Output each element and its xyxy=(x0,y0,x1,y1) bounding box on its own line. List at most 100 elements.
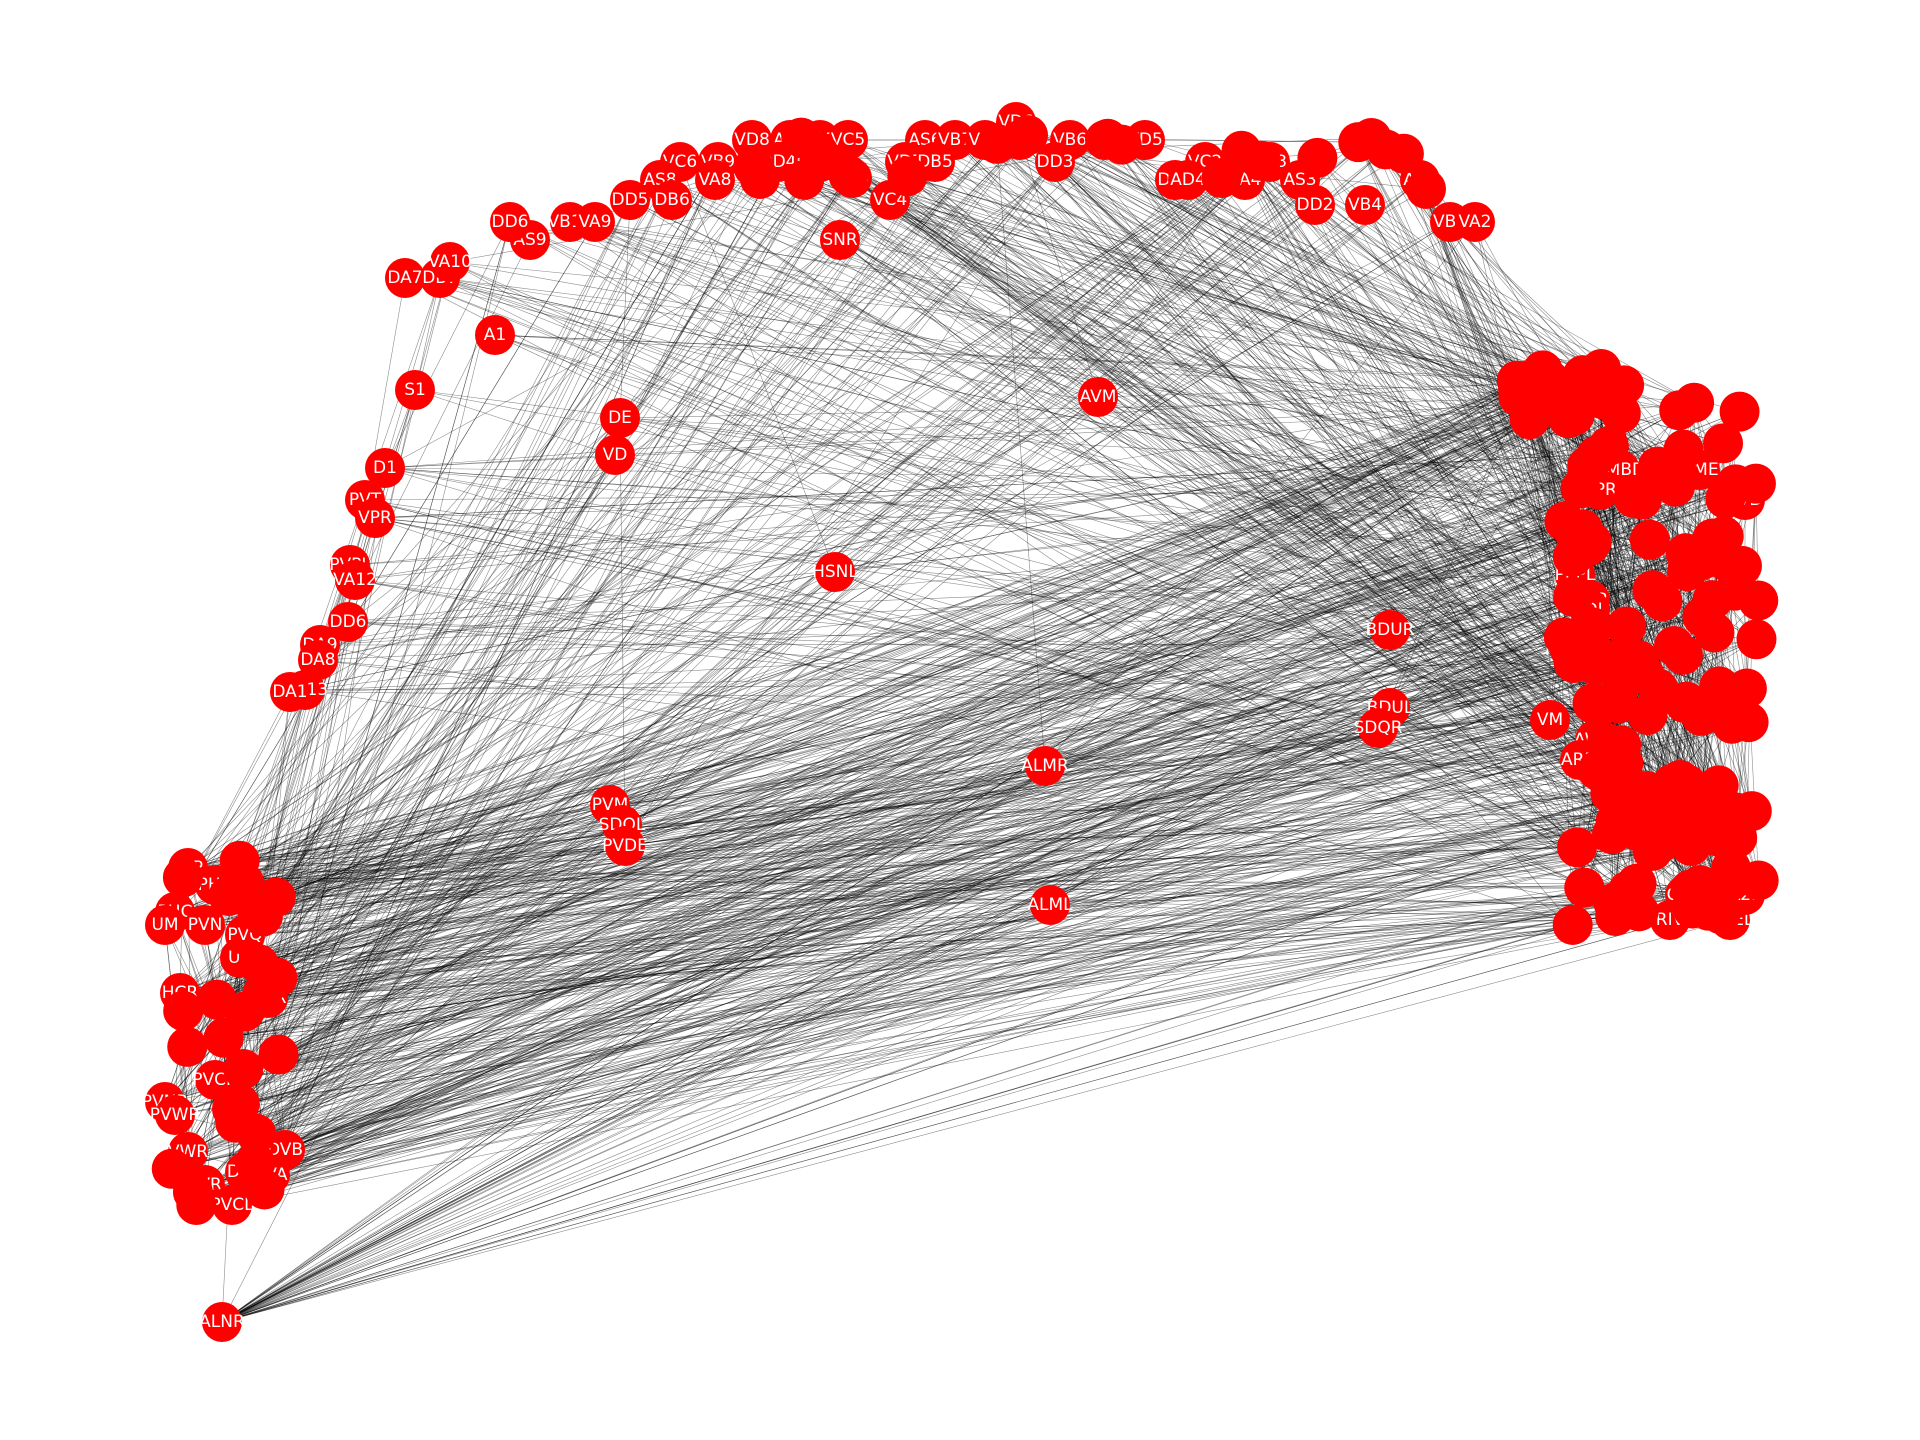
node-circle xyxy=(270,672,310,712)
graph-edge xyxy=(1269,161,1576,576)
node-circle xyxy=(1600,393,1641,434)
graph-edge xyxy=(221,539,1650,1323)
graph-edge xyxy=(262,660,1639,994)
graph-edge xyxy=(239,902,1614,1104)
graph-edge xyxy=(262,374,1583,917)
graph-edge xyxy=(221,626,1627,1323)
graph-edge xyxy=(187,414,1533,1048)
graph-edge xyxy=(984,139,1608,744)
graph-edge xyxy=(889,199,1613,835)
graph-edge xyxy=(187,159,1246,869)
graph-edge xyxy=(221,393,1540,1323)
graph-edge xyxy=(374,517,1757,640)
graph-edge xyxy=(182,143,998,1012)
graph-edge xyxy=(262,765,1046,994)
node-circle xyxy=(1345,185,1385,225)
graph-edge xyxy=(275,399,1604,898)
graph-edge xyxy=(231,174,849,1206)
graph-edge xyxy=(214,596,1574,1081)
node-circle xyxy=(1560,468,1601,509)
graph-edge xyxy=(269,632,1715,1176)
graph-edge xyxy=(214,688,1659,1081)
graph-edge xyxy=(214,889,1691,1081)
graph-edge xyxy=(221,381,1584,1323)
graph-edge xyxy=(228,475,1679,897)
graph-edge xyxy=(347,565,1742,623)
graph-edge xyxy=(239,719,1551,862)
graph-edge xyxy=(284,759,1581,1151)
graph-node xyxy=(1405,168,1446,209)
graph-edge xyxy=(267,662,1637,999)
graph-edge xyxy=(164,486,1676,926)
graph-edge xyxy=(1015,121,1099,398)
graph-edge xyxy=(847,139,1543,371)
graph-edge xyxy=(171,380,1591,1170)
node-circle xyxy=(575,202,615,242)
node-label: ALNR xyxy=(199,1312,245,1332)
graph-edge xyxy=(364,499,1644,819)
graph-node xyxy=(1553,642,1594,683)
graph-edge xyxy=(384,379,1550,469)
graph-edge xyxy=(187,570,1688,1048)
graph-edge xyxy=(164,673,1645,1103)
graph-edge xyxy=(221,837,1738,1323)
graph-edge xyxy=(569,221,1648,716)
node-circle xyxy=(1627,694,1668,735)
graph-edge xyxy=(174,139,791,913)
graph-node xyxy=(1351,117,1392,158)
node-circle xyxy=(1383,133,1424,174)
graph-edge xyxy=(384,408,1568,469)
graph-edge xyxy=(1244,159,1614,904)
graph-edge xyxy=(1107,138,1551,721)
graph-edge xyxy=(244,638,1757,936)
graph-edge xyxy=(349,455,1597,566)
graph-edge xyxy=(174,785,1719,913)
graph-edge xyxy=(262,744,1622,917)
graph-edge xyxy=(174,703,1593,913)
node-circle xyxy=(1664,682,1705,723)
graph-edge xyxy=(304,161,1271,691)
graph-edge xyxy=(258,599,1713,965)
graph-edge xyxy=(621,401,1564,826)
graph-edge xyxy=(182,137,802,878)
graph-edge xyxy=(269,703,1593,1176)
graph-edge xyxy=(187,396,1617,869)
graph-edge xyxy=(278,418,1569,1055)
graph-edge xyxy=(996,143,1046,767)
graph-node xyxy=(1553,576,1594,617)
graph-edge xyxy=(347,489,1601,623)
node-circle xyxy=(820,220,860,260)
graph-edge xyxy=(621,499,1642,826)
graph-edge xyxy=(239,888,1722,959)
graph-edge xyxy=(231,888,1722,1110)
graph-edge xyxy=(659,179,1732,869)
graph-edge xyxy=(354,579,1620,798)
graph-edge xyxy=(214,688,1747,1081)
graph-edge xyxy=(254,739,1596,906)
node-circle xyxy=(203,1017,244,1058)
graph-edge xyxy=(231,702,1607,1110)
node-circle xyxy=(1297,137,1338,178)
node-circle xyxy=(1711,703,1752,744)
graph-node xyxy=(1738,580,1779,621)
graph-node xyxy=(162,857,203,898)
graph-edge xyxy=(228,499,1746,897)
graph-node: PVN xyxy=(185,905,225,945)
graph-node: BDUR xyxy=(1365,610,1415,650)
graph-edge xyxy=(239,483,1757,1104)
graph-edge xyxy=(221,552,1686,1323)
node-label: VA2 xyxy=(1459,212,1492,232)
graph-edge xyxy=(1377,727,1746,896)
graph-edge xyxy=(751,139,1607,704)
graph-edge xyxy=(235,807,1629,1123)
graph-edge xyxy=(216,179,716,1000)
node-circle xyxy=(1621,479,1662,520)
graph-node: VA2 xyxy=(1455,202,1495,242)
graph-edge xyxy=(171,649,1571,1170)
node-circle xyxy=(828,155,869,196)
graph-edge xyxy=(278,497,1634,1055)
graph-edge xyxy=(258,807,1674,965)
graph-edge xyxy=(216,221,1451,1000)
graph-edge xyxy=(221,179,805,1323)
graph-edge xyxy=(204,409,1680,926)
